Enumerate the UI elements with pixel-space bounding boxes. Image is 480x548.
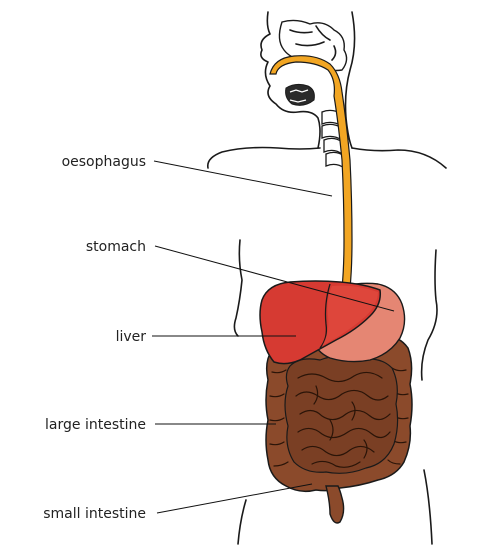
label-liver: liver [116,329,147,345]
small-intestine [285,356,398,473]
label-oesophagus: oesophagus [62,154,146,170]
labels: oesophagus stomach liver large intestine… [43,154,146,522]
rectum [326,486,344,523]
leader-oesophagus [154,161,332,196]
leader-small-intestine [157,484,312,513]
label-large-intestine: large intestine [45,417,146,433]
label-small-intestine: small intestine [43,506,146,522]
label-stomach: stomach [86,239,146,255]
